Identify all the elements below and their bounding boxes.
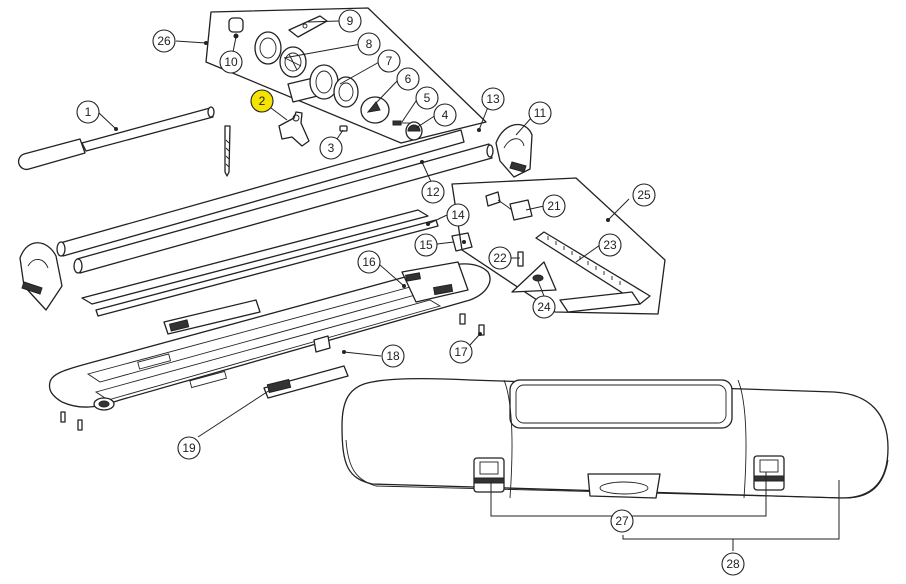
callout-label: 28 xyxy=(726,557,740,571)
callout-24: 24 xyxy=(532,295,556,319)
callout-label: 16 xyxy=(362,255,376,269)
part-3-pin xyxy=(339,125,348,132)
part-21-connector xyxy=(485,191,533,221)
part-5-screw xyxy=(392,120,410,126)
callout-label: 10 xyxy=(224,55,238,69)
callout-label: 12 xyxy=(426,185,440,199)
reel-assembly-group xyxy=(205,7,487,144)
leader-lines xyxy=(98,20,840,551)
callout-23: 23 xyxy=(598,233,622,257)
callout-label: 18 xyxy=(386,349,400,363)
part-27-latch-left xyxy=(473,457,505,493)
callout-label: 1 xyxy=(85,105,92,119)
callout-11: 11 xyxy=(528,101,552,125)
callout-label: 14 xyxy=(451,208,465,222)
callout-label: 9 xyxy=(347,14,354,28)
part-28-case xyxy=(341,378,889,499)
part-1-rod xyxy=(17,106,215,171)
callout-14: 14 xyxy=(446,203,470,227)
callout-label: 13 xyxy=(486,92,500,106)
callout-25: 25 xyxy=(632,183,656,207)
callout-6: 6 xyxy=(396,67,420,91)
callout-21: 21 xyxy=(542,194,566,218)
part-9-handle xyxy=(288,15,328,38)
callout-label: 22 xyxy=(493,251,507,265)
callout-label: 21 xyxy=(547,199,561,213)
callout-label: 26 xyxy=(157,34,171,48)
callout-label: 17 xyxy=(454,345,468,359)
part-6-hub xyxy=(360,96,390,124)
callout-9: 9 xyxy=(338,9,362,33)
callout-label: 24 xyxy=(537,300,551,314)
callout-4: 4 xyxy=(433,103,457,127)
callout-26: 26 xyxy=(152,29,176,53)
callout-label: 11 xyxy=(534,106,547,120)
highlight-circle xyxy=(250,89,274,113)
callout-label: 8 xyxy=(366,37,373,51)
part-27-latch-right xyxy=(753,455,785,491)
part-11-end-cap-right xyxy=(495,124,533,178)
part-17-screws xyxy=(60,313,485,431)
part-4-cap xyxy=(405,121,423,141)
callout-label: 6 xyxy=(405,72,412,86)
callout-3: 3 xyxy=(319,136,343,160)
part-16-handle xyxy=(401,261,469,303)
callout-28: 28 xyxy=(721,552,745,576)
part-7-reel-arm xyxy=(287,64,359,108)
part-2-bracket xyxy=(278,111,310,147)
latch-upper xyxy=(163,299,261,335)
callout-label: 15 xyxy=(419,238,433,252)
callouts: 26 10 9 8 7 6 5 4 xyxy=(76,9,745,576)
callout-1: 1 xyxy=(76,100,100,124)
callout-label: 27 xyxy=(615,514,629,528)
part-11-end-cap-left xyxy=(19,242,63,311)
callout-7: 7 xyxy=(377,49,401,73)
part-15-clip xyxy=(451,232,473,252)
callout-15: 15 xyxy=(414,233,438,257)
callout-10: 10 xyxy=(219,50,243,74)
callout-16: 16 xyxy=(357,250,381,274)
part-10-knob xyxy=(228,17,244,39)
callout-2: 2 xyxy=(250,89,274,113)
part-19-latch xyxy=(263,365,349,399)
callout-label: 2 xyxy=(259,94,266,108)
callout-5: 5 xyxy=(415,86,439,110)
callout-label: 7 xyxy=(386,54,393,68)
callout-label: 19 xyxy=(182,441,196,455)
callout-19: 19 xyxy=(177,436,201,460)
callout-27: 27 xyxy=(610,509,634,533)
callout-label: 5 xyxy=(424,91,431,105)
callout-label: 23 xyxy=(603,238,617,252)
callout-22: 22 xyxy=(488,246,512,270)
callout-17: 17 xyxy=(449,340,473,364)
part-22-screw xyxy=(517,251,524,267)
callout-18: 18 xyxy=(381,344,405,368)
part-8-reel xyxy=(254,31,307,78)
part-12-poles xyxy=(56,129,494,274)
part-3-drill-bit xyxy=(224,125,231,177)
callout-8: 8 xyxy=(357,32,381,56)
slider-assembly-group xyxy=(451,177,666,315)
callout-label: 4 xyxy=(442,108,449,122)
callout-12: 12 xyxy=(421,180,445,204)
part-14-rails xyxy=(81,209,439,317)
case-handle xyxy=(587,473,661,499)
callout-label: 25 xyxy=(637,188,651,202)
callout-13: 13 xyxy=(481,87,505,111)
callout-label: 3 xyxy=(328,141,335,155)
